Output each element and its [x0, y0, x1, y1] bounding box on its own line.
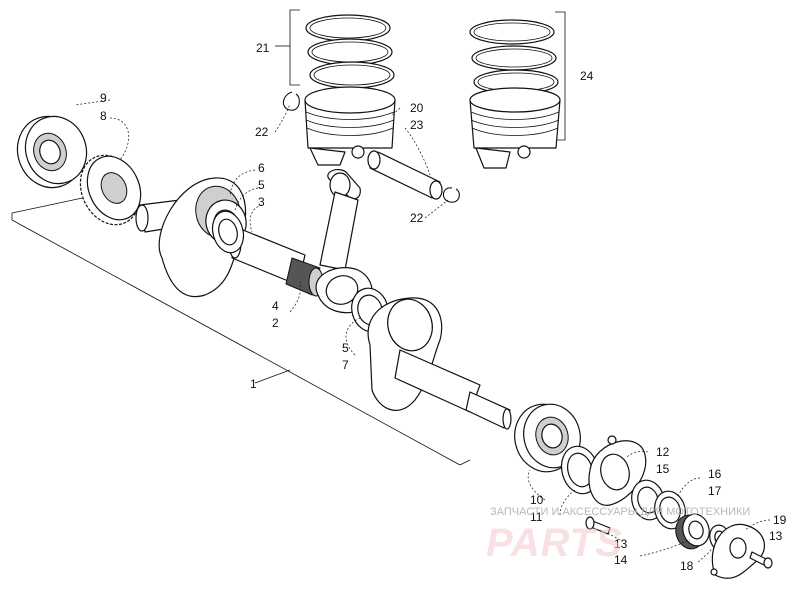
callout-17: 17 — [708, 484, 722, 498]
piston-rings-21 — [305, 14, 395, 89]
callout-21: 21 — [256, 41, 270, 55]
crank-half-left — [135, 177, 247, 298]
gasket-12 — [588, 435, 647, 506]
seal-ring-16 — [654, 490, 686, 530]
callout-13: 13 — [614, 537, 628, 551]
oil-seal-9 — [16, 115, 88, 189]
callout-4: 4 — [272, 299, 279, 313]
watermark-tagline: ЗАПЧАСТИ И АКСЕССУАРЫ ДЛЯ МОТОТЕХНИКИ — [490, 506, 750, 518]
callout-10: 10 — [530, 493, 544, 507]
callout-22: 22 — [410, 211, 424, 225]
piston-bracket-24 — [555, 11, 566, 141]
drive-gear-8 — [79, 154, 142, 226]
washer-6 — [211, 210, 245, 254]
callout-5: 5 — [342, 341, 349, 355]
callout-1: 1 — [250, 377, 257, 391]
callout-2: 2 — [272, 316, 279, 330]
circlip-22-lower — [442, 187, 460, 203]
callout-16: 16 — [708, 467, 722, 481]
bearing-14 — [675, 513, 710, 550]
crank-half-right — [367, 297, 512, 430]
callout-13: 13 — [769, 529, 783, 543]
callout-6: 6 — [258, 161, 265, 175]
watermark: ЗАПЧАСТИ И АКСЕССУАРЫ ДЛЯ МОТОТЕХНИКИ PA… — [486, 506, 750, 565]
callout-24: 24 — [580, 69, 594, 83]
leader-lines — [74, 99, 771, 563]
watermark-logo: PARTS — [486, 521, 623, 565]
callout-12: 12 — [656, 445, 670, 459]
callout-15: 15 — [656, 462, 670, 476]
ring-bracket-21 — [275, 9, 300, 86]
wrist-pin-23 — [367, 150, 443, 200]
callout-8: 8 — [100, 109, 107, 123]
callout-labels: 9 8 6 5 3 21 22 20 23 22 24 4 2 5 7 1 12… — [100, 41, 787, 573]
piston-assembly-24 — [469, 19, 561, 169]
callout-3: 3 — [258, 195, 265, 209]
callout-11: 11 — [530, 510, 543, 524]
callout-9: 9 — [100, 91, 107, 105]
callout-22: 22 — [255, 125, 269, 139]
retainer-plate-18 — [710, 523, 766, 579]
callout-14: 14 — [614, 553, 628, 567]
callout-7: 7 — [342, 358, 349, 372]
callout-19: 19 — [773, 513, 787, 527]
piston-20 — [304, 86, 396, 166]
screw-13-right — [749, 551, 773, 569]
callout-5: 5 — [258, 178, 265, 192]
main-bearing-10 — [514, 403, 581, 473]
callout-23: 23 — [410, 118, 424, 132]
screw-13-left — [585, 516, 611, 535]
callout-18: 18 — [680, 559, 694, 573]
circlip-22-upper — [282, 91, 300, 111]
callout-20: 20 — [410, 101, 424, 115]
